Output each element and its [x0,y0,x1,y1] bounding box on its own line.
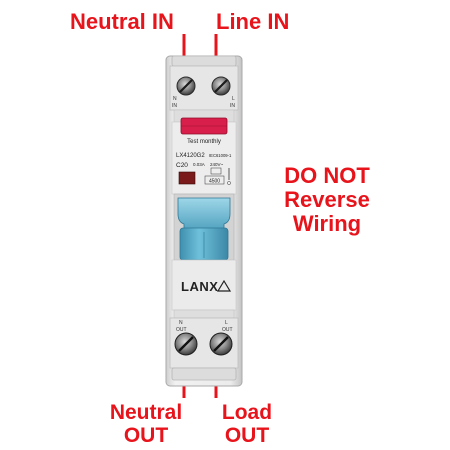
off-mark-icon [227,181,231,185]
lower-neck [173,309,235,319]
rating-text: C20 [176,162,188,169]
breaking-capacity-text: 4500 [209,179,220,185]
status-window [178,171,196,185]
bottom-right-terminal-mark: L [225,320,228,326]
bottom-left-terminal-mark: N [179,320,183,326]
screw-slot-icon [214,79,228,93]
warning-line-2: Reverse [284,186,370,212]
housing-top-rim [171,55,237,67]
voltage-text: 240V~ [210,162,224,167]
brand-triangle-icon [216,279,232,292]
load-out-line-2: OUT [224,423,270,447]
top-left-terminal-mark: N [173,96,177,102]
load-out-label: Load OUT [212,401,282,447]
neutral-out-line-1: Neutral [109,401,183,424]
brand-logo: LANX [181,279,218,294]
test-button-label: Test monthly [187,139,221,145]
warning-text: DO NOT Reverse Wiring [272,164,382,235]
housing-bottom-rim [171,367,237,381]
top-right-terminal-mark: L [232,96,235,102]
load-out-line-1: Load [221,401,273,424]
model-number: LX4120G2 [176,153,205,159]
neutral-out-label: Neutral OUT [96,401,196,447]
standard-text: IEC61009-1 [209,153,232,158]
toggle-lever [177,197,231,233]
screw-slot-icon [178,336,194,352]
neutral-in-label: Neutral IN [70,9,174,34]
sensitivity-text: 0.03A [193,162,205,167]
warning-line-3: Wiring [292,210,362,236]
line-in-label: Line IN [216,9,290,34]
top-right-terminal-in: IN [230,103,235,109]
neutral-out-line-2: OUT [123,423,169,447]
top-left-terminal-in: IN [172,103,177,109]
screw-slot-icon [179,79,193,93]
rcbo-breaker: N IN L IN Test monthly LX4120G2 IEC61009… [165,55,243,387]
bottom-left-terminal-out: OUT [176,327,187,333]
warning-line-1: DO NOT [284,163,370,188]
lower-panel [171,259,237,311]
screw-slot-icon [213,336,229,352]
bottom-right-terminal-out: OUT [222,327,233,333]
symbol-box-icon [210,167,222,175]
breaking-capacity-box [204,175,225,185]
